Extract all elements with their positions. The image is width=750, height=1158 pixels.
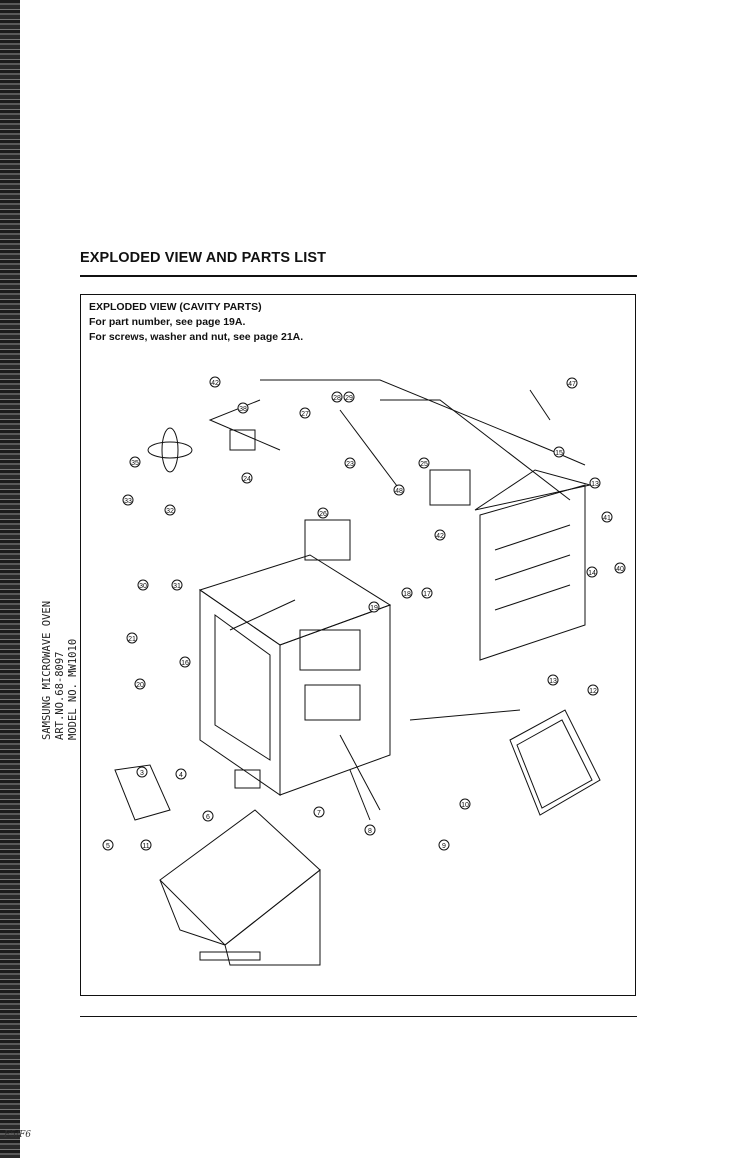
svg-text:35: 35 xyxy=(131,460,139,467)
svg-text:5: 5 xyxy=(106,843,110,850)
svg-text:25: 25 xyxy=(420,461,428,468)
svg-text:33: 33 xyxy=(124,498,132,505)
svg-text:38: 38 xyxy=(239,406,247,413)
svg-text:32: 32 xyxy=(166,508,174,515)
diagram-frame xyxy=(80,294,636,996)
svg-text:3: 3 xyxy=(140,770,144,777)
svg-text:9: 9 xyxy=(442,843,446,850)
side-line-art-no: ART.NO.68-8097 xyxy=(54,651,66,740)
side-line-brand: SAMSUNG MICROWAVE OVEN xyxy=(41,600,53,740)
caption-part-number-ref: For part number, see page 19A. xyxy=(89,316,246,328)
svg-text:6: 6 xyxy=(206,814,210,821)
svg-text:14: 14 xyxy=(588,570,596,577)
svg-text:8: 8 xyxy=(368,828,372,835)
outer-case xyxy=(159,809,321,966)
svg-text:10: 10 xyxy=(461,802,469,809)
svg-text:13: 13 xyxy=(549,678,557,685)
side-line-model-no: MODEL NO. MW1010 xyxy=(67,638,79,740)
svg-text:24: 24 xyxy=(243,476,251,483)
handwritten-note: F5/F6 xyxy=(4,1130,31,1140)
svg-text:29: 29 xyxy=(345,395,353,402)
svg-text:17: 17 xyxy=(423,591,431,598)
svg-text:30: 30 xyxy=(139,583,147,590)
svg-text:31: 31 xyxy=(173,583,181,590)
svg-text:7: 7 xyxy=(317,810,321,817)
scanned-binding-edge xyxy=(0,0,20,1158)
svg-text:20: 20 xyxy=(136,682,144,689)
svg-text:15: 15 xyxy=(555,450,563,457)
svg-text:41: 41 xyxy=(603,515,611,522)
svg-text:27: 27 xyxy=(301,411,309,418)
svg-text:18: 18 xyxy=(403,591,411,598)
svg-text:48: 48 xyxy=(395,488,403,495)
handle-and-hinge-parts xyxy=(114,734,381,821)
title-rule xyxy=(80,275,637,277)
svg-text:12: 12 xyxy=(589,688,597,695)
svg-text:19: 19 xyxy=(370,605,378,612)
svg-text:28: 28 xyxy=(333,395,341,402)
svg-text:40: 40 xyxy=(616,566,624,573)
svg-text:13: 13 xyxy=(591,481,599,488)
side-model-identifier: SAMSUNG MICROWAVE OVEN ART.NO.68-8097 MO… xyxy=(41,601,80,740)
svg-text:42: 42 xyxy=(436,533,444,540)
leader-lines xyxy=(208,379,586,821)
part-callouts: 3 4 5 6 7 8 9 10 11 12 13 14 15 16 17 18… xyxy=(102,376,626,851)
magnetron-and-transformer xyxy=(229,429,471,561)
caption-view-name: EXPLODED VIEW (CAVITY PARTS) xyxy=(89,301,262,313)
svg-text:11: 11 xyxy=(142,843,149,850)
svg-text:23: 23 xyxy=(346,461,354,468)
door-assembly xyxy=(509,709,601,816)
caption-screws-ref: For screws, washer and nut, see page 21A… xyxy=(89,331,304,343)
control-panel-assembly xyxy=(474,469,591,661)
svg-text:26: 26 xyxy=(319,511,327,518)
cavity-assembly xyxy=(198,554,392,796)
svg-text:21: 21 xyxy=(128,636,136,643)
svg-text:42: 42 xyxy=(211,380,219,387)
svg-text:47: 47 xyxy=(568,381,576,388)
fan-motor xyxy=(147,427,193,473)
page-title: EXPLODED VIEW AND PARTS LIST xyxy=(80,250,327,266)
bottom-rule xyxy=(80,1016,637,1017)
svg-text:16: 16 xyxy=(181,660,189,667)
exploded-view-diagram: 3 4 5 6 7 8 9 10 11 12 13 14 15 16 17 18… xyxy=(102,376,626,966)
svg-text:4: 4 xyxy=(179,772,183,779)
